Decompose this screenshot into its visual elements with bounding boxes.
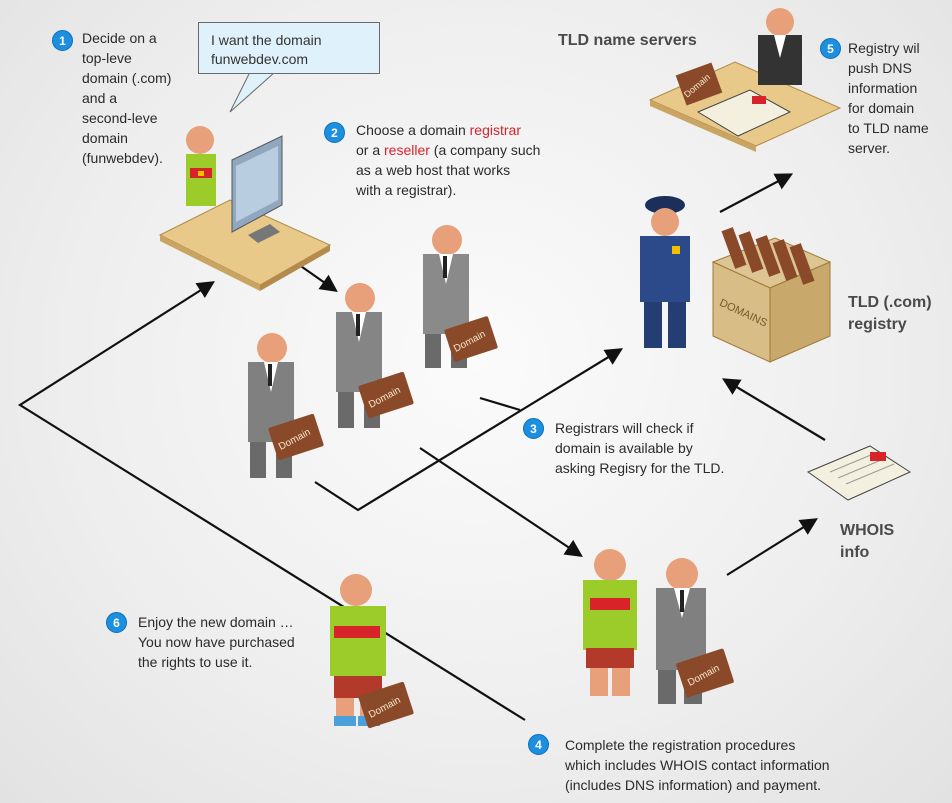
step-4-text: Complete the registration procedures whi… xyxy=(565,737,830,793)
step-4-badge: 4 xyxy=(528,734,549,755)
registrar-term: registrar xyxy=(469,122,521,138)
whois-clipboard xyxy=(806,445,912,501)
tld-registry-label: TLD (.com) registry xyxy=(848,294,932,333)
step-3-badge: 3 xyxy=(523,418,544,439)
customer-with-registrar: Domain xyxy=(583,549,734,704)
tld-name-servers-label: TLD name servers xyxy=(558,32,697,49)
registrar-group: Domain Domain Domain xyxy=(248,225,498,478)
step-5-text: Registry wil push DNS information for do… xyxy=(848,40,929,156)
arrow-registry-to-nameservers xyxy=(719,173,794,213)
step-2-badge: 2 xyxy=(324,122,345,143)
step-6-badge: 6 xyxy=(106,612,127,633)
step-1-badge: 1 xyxy=(52,30,73,51)
arrow-customer-to-whois xyxy=(726,518,818,576)
step-2-text-c: (a company such as a web host that works… xyxy=(356,142,541,198)
domains-box: DOMAINS xyxy=(711,227,832,363)
registry-officer xyxy=(640,196,690,348)
businessman-back: Domain xyxy=(423,225,498,368)
step-2-text: Choose a domain registrar or a reseller … xyxy=(356,120,576,200)
speech-bubble: I want the domain funwebdev.com xyxy=(198,22,380,74)
happy-customer: Domain xyxy=(330,574,414,729)
step-2-text-a: Choose a domain xyxy=(356,122,470,138)
whois-info-label: WHOIS info xyxy=(840,522,895,561)
customer-desk xyxy=(158,126,332,291)
step-6-text: Enjoy the new domain … You now have purc… xyxy=(138,614,295,670)
line-registrars-stub xyxy=(479,396,521,412)
tld-name-servers-desk: Domain xyxy=(648,8,842,152)
speech-bubble-tail xyxy=(229,71,277,113)
businessman-middle: Domain xyxy=(336,283,414,428)
step-2-text-b: or a xyxy=(356,142,381,158)
arrow-whois-to-registry xyxy=(721,378,826,441)
speech-bubble-text: I want the domain funwebdev.com xyxy=(211,32,322,67)
step-3-text: Registrars will check if domain is avail… xyxy=(555,420,725,476)
businessman-front: Domain xyxy=(248,333,324,478)
step-1-text: Decide on a top-leve domain (.com) and a… xyxy=(82,30,172,166)
arrow-registrars-to-customer xyxy=(419,447,583,557)
reseller-term: reseller xyxy=(384,142,430,158)
step-5-badge: 5 xyxy=(820,38,841,59)
arrow-registrars-to-registry xyxy=(314,348,624,512)
